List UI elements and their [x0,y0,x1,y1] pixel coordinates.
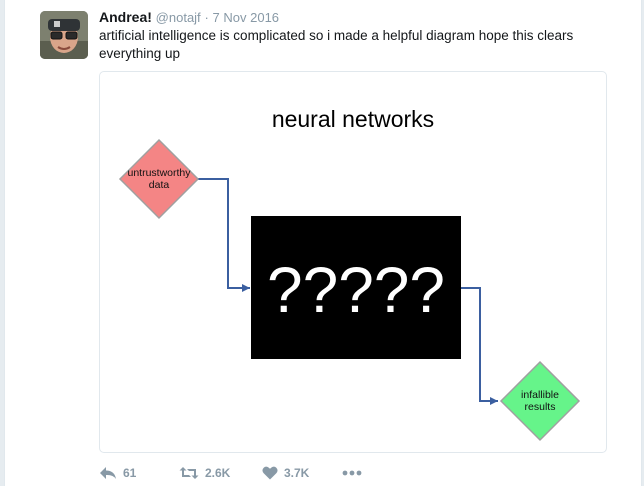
display-name[interactable]: Andrea! [99,9,152,25]
tweet-card[interactable]: Andrea! @notajf · 7 Nov 2016 artificial … [4,0,642,486]
reply-button[interactable]: 61 [99,466,179,480]
retweet-icon [179,466,199,480]
output-connector [461,287,498,402]
tweet-media-image[interactable]: neural networks untrustworthy data ?????… [99,71,607,453]
retweet-button[interactable]: 2.6K [179,466,262,480]
input-arrowhead [242,284,250,292]
output-label-line2: results [525,401,556,413]
more-button[interactable] [342,470,362,476]
retweet-count: 2.6K [205,466,231,480]
reply-icon [99,466,117,480]
tweet-date[interactable]: 7 Nov 2016 [212,10,280,25]
input-diamond [118,138,200,220]
output-arrowhead [490,397,498,405]
more-icon [342,470,362,476]
output-label-line1: infallible [521,389,559,401]
input-connector [198,178,250,289]
output-diamond [499,360,581,442]
tweet-text: artificial intelligence is complicated s… [99,28,574,61]
user-avatar-image [40,11,88,59]
tweet-actions: 61 2.6K 3.7K [99,463,362,483]
input-label-line2: data [149,179,170,191]
heart-icon [262,466,278,480]
like-button[interactable]: 3.7K [262,466,342,480]
like-count: 3.7K [284,466,310,480]
diagram-title: neural networks [272,106,434,132]
separator: · [204,10,209,25]
box-question-marks: ????? [267,254,445,326]
tweet-header: Andrea! @notajf · 7 Nov 2016 [99,9,279,25]
input-label-line1: untrustworthy [127,167,191,179]
black-box [251,216,461,359]
neural-network-diagram: neural networks untrustworthy data ?????… [118,106,581,442]
reply-count: 61 [123,466,137,480]
avatar[interactable] [40,11,88,59]
user-handle[interactable]: @notajf [155,10,201,25]
